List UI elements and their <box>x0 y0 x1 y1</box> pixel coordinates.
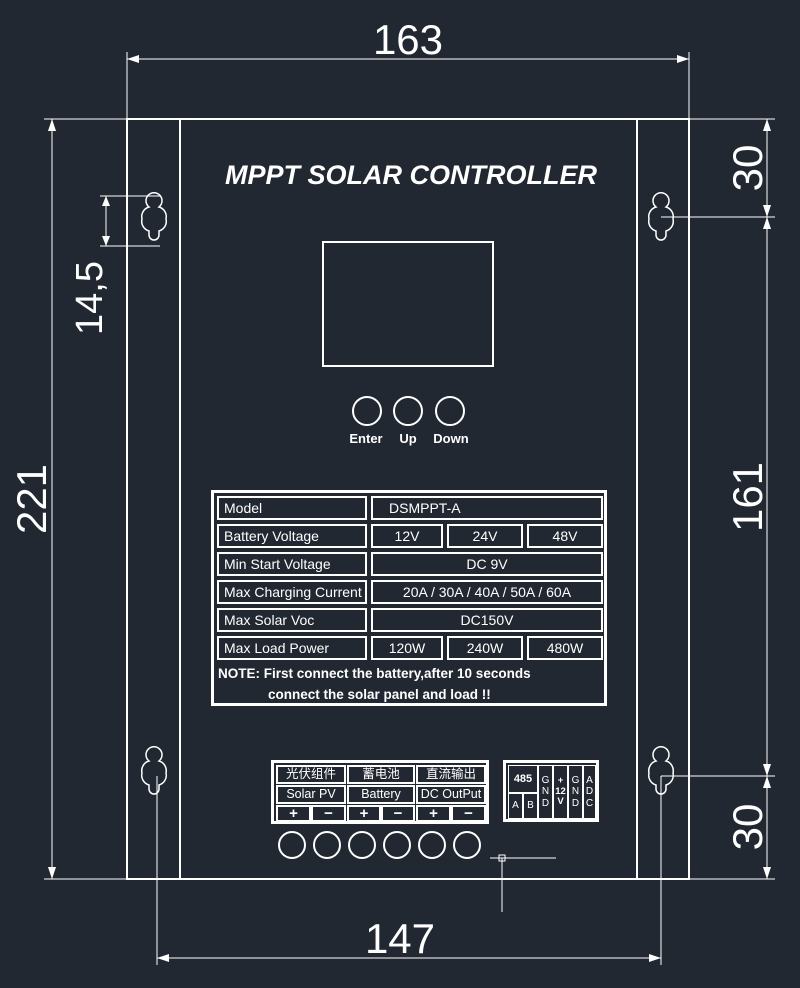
rs485-label: 485 <box>508 765 538 793</box>
dim-overall-height: 221 <box>8 118 127 880</box>
dim-mount-width-label: 147 <box>365 915 435 962</box>
terminal-cn-dc-output: 直流输出 <box>416 765 486 784</box>
terminal-solar-pos <box>278 831 306 859</box>
polarity-solar-neg: − <box>311 805 346 822</box>
device-body <box>126 118 690 880</box>
terminal-solar-neg <box>313 831 341 859</box>
dim-mount-height: 30 161 30 <box>661 118 775 880</box>
max-solar-voc-label: Max Solar Voc <box>217 608 367 632</box>
center-marker <box>490 854 556 912</box>
max-solar-voc-value: DC150V <box>371 608 603 632</box>
wiring-note-line1: NOTE: First connect the battery,after 10… <box>218 666 531 681</box>
terminal-cn-battery: 蓄电池 <box>347 765 415 784</box>
max-load-power-240w: 240W <box>447 636 523 660</box>
max-load-power-120w: 120W <box>371 636 443 660</box>
max-load-power-label: Max Load Power <box>217 636 367 660</box>
enter-button-label: Enter <box>349 431 382 446</box>
dim-bottom-offset-label: 30 <box>724 804 771 851</box>
polarity-solar-pos: + <box>276 805 311 822</box>
down-button-label: Down <box>433 431 468 446</box>
up-button[interactable] <box>393 396 423 426</box>
battery-voltage-48v: 48V <box>527 524 603 548</box>
polarity-battery-neg: − <box>381 805 415 822</box>
up-button-label: Up <box>399 431 416 446</box>
min-start-voltage-value: DC 9V <box>371 552 603 576</box>
lcd-display <box>322 241 494 367</box>
max-load-power-480w: 480W <box>527 636 603 660</box>
model-value: DSMPPT-A <box>371 496 603 520</box>
model-label: Model <box>217 496 367 520</box>
max-charging-current-label: Max Charging Current <box>217 580 367 604</box>
rs485-b-label: B <box>523 793 538 819</box>
dim-hole-size-label: 14,5 <box>69 261 111 335</box>
terminal-battery-pos <box>348 831 376 859</box>
mounting-hole-top-left <box>140 192 168 241</box>
terminal-dc-pos <box>418 831 446 859</box>
terminal-cn-solar: 光伏组件 <box>276 765 346 784</box>
min-start-voltage-label: Min Start Voltage <box>217 552 367 576</box>
polarity-dc-pos: + <box>416 805 451 822</box>
terminal-en-battery: Battery <box>347 785 415 804</box>
dim-hole-size: 14,5 <box>69 195 160 335</box>
terminal-label-block: 光伏组件 蓄电池 直流输出 Solar PV Battery DC OutPut… <box>271 760 489 824</box>
enter-button[interactable] <box>352 396 382 426</box>
wiring-note-line2: connect the solar panel and load !! <box>268 687 491 702</box>
terminal-battery-neg <box>383 831 411 859</box>
terminal-en-solar: Solar PV <box>276 785 346 804</box>
dim-top-offset-label: 30 <box>724 145 771 192</box>
wiring-note: NOTE: First connect the battery,after 10… <box>218 663 604 705</box>
battery-voltage-label: Battery Voltage <box>217 524 367 548</box>
dim-overall-width-label: 163 <box>373 16 443 63</box>
down-button[interactable] <box>435 396 465 426</box>
dim-mount-width: 147 <box>156 776 662 965</box>
dim-overall-width: 163 <box>126 16 690 119</box>
battery-voltage-24v: 24V <box>447 524 523 548</box>
spec-label-table: Model DSMPPT-A Battery Voltage 12V 24V 4… <box>211 490 607 706</box>
mounting-hole-bottom-right <box>647 746 675 795</box>
polarity-battery-pos: + <box>347 805 381 822</box>
battery-voltage-12v: 12V <box>371 524 443 548</box>
mounting-hole-top-right <box>647 192 675 241</box>
polarity-dc-neg: − <box>451 805 486 822</box>
mounting-hole-bottom-left <box>140 746 168 795</box>
dim-overall-height-label: 221 <box>8 464 55 534</box>
rs485-a-label: A <box>508 793 523 819</box>
terminal-en-dc-output: DC OutPut <box>416 785 486 804</box>
max-charging-current-value: 20A / 30A / 40A / 50A / 60A <box>371 580 603 604</box>
dim-mount-height-label: 161 <box>724 462 771 532</box>
terminal-dc-neg <box>453 831 481 859</box>
device-title: MPPT SOLAR CONTROLLER <box>225 160 597 190</box>
